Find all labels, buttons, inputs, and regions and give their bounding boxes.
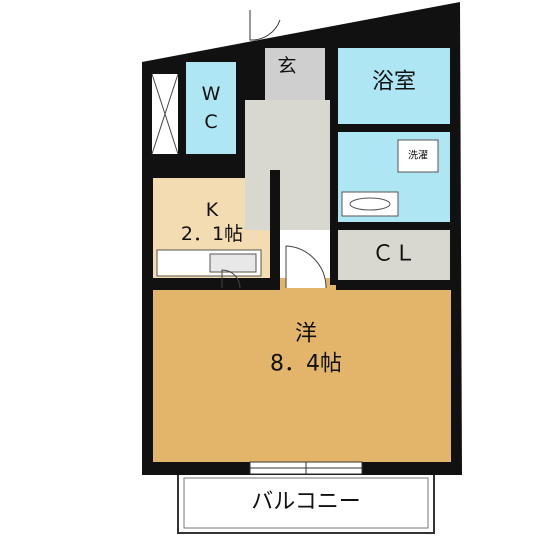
wc-room [186, 62, 236, 154]
pipe-space-cross-b [151, 73, 179, 155]
closet-label: ＣＬ [372, 242, 416, 267]
laundry-label: 洗濯 [408, 150, 428, 162]
western-room-name: 洋 [295, 322, 317, 347]
wc-label-w: W [202, 83, 221, 105]
entrance-label: 玄 [277, 55, 296, 77]
hall-area [245, 100, 333, 230]
wc-label-c: C [204, 111, 217, 133]
interior-wall [153, 278, 219, 288]
kitchen-label: K [206, 199, 219, 221]
interior-wall [330, 40, 338, 285]
kitchen-size: 2．1帖 [181, 223, 243, 245]
closet-area [338, 230, 450, 280]
balcony-railing [183, 477, 429, 529]
entrance-door-swing [249, 10, 281, 41]
balcony-label: バルコニー [251, 490, 361, 515]
western-room-size: 8．4帖 [270, 352, 342, 377]
interior-wall [270, 170, 280, 280]
interior-wall [153, 154, 245, 162]
bathroom-label: 浴室 [372, 70, 416, 95]
kitchen-door-swing [221, 269, 241, 289]
laundry-space [397, 139, 439, 173]
room-door-swing [285, 245, 327, 289]
western-room [153, 290, 451, 462]
interior-wall [336, 280, 450, 288]
interior-wall [338, 222, 450, 230]
washbasin [341, 191, 399, 217]
entrance-area [265, 48, 325, 100]
bathroom-room [338, 48, 450, 128]
interior-wall [237, 62, 245, 158]
balcony-area [177, 472, 435, 534]
kitchen-sink [209, 253, 257, 273]
washbasin-bowl [349, 197, 391, 211]
interior-wall [338, 124, 450, 132]
